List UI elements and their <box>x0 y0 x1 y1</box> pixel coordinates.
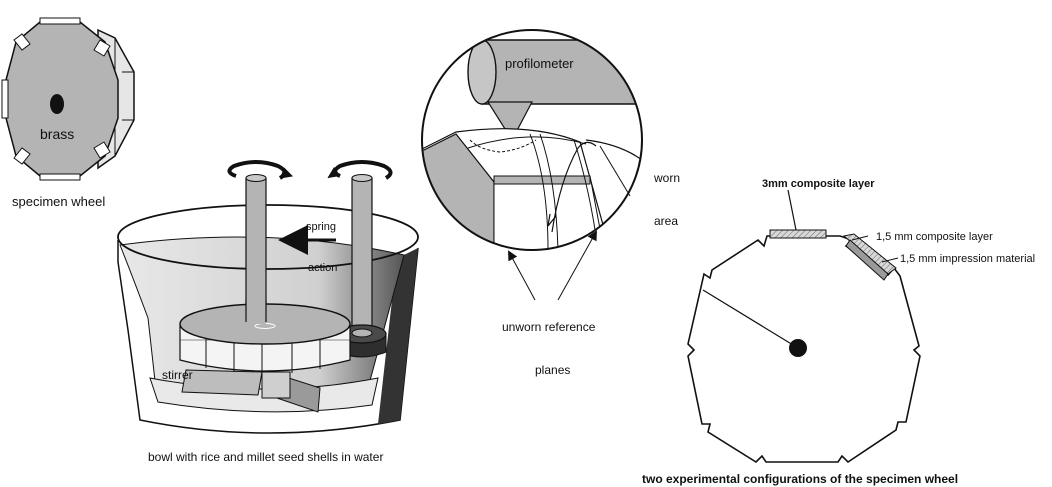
action-label: action <box>308 262 337 274</box>
configurations-caption: two experimental configurations of the s… <box>642 472 958 486</box>
worn-label: worn <box>653 171 680 185</box>
stirrer-label: stirrer <box>162 368 193 382</box>
specimen-wheel-label: specimen wheel <box>12 194 105 209</box>
composite-layer-3mm <box>769 229 827 239</box>
magnifier-circle <box>421 29 643 251</box>
composite-3mm-label: 3mm composite layer <box>762 178 875 190</box>
right-shaft <box>351 177 373 339</box>
brass-label: brass <box>40 126 74 142</box>
specimen-wheel-figure: brass specimen wheel <box>1 17 135 209</box>
impression-15mm-label: 1,5 mm impression material <box>900 253 1035 265</box>
area-label: area <box>654 214 678 228</box>
reference-arrow <box>557 230 597 301</box>
bowl-apparatus: spring action stirrer bowl with rice and… <box>117 160 419 464</box>
composite-15mm-label: 1,5 mm composite layer <box>876 231 993 243</box>
profilometer-label: profilometer <box>505 56 574 71</box>
config-hub <box>789 339 807 357</box>
stirrer-blade <box>181 369 263 396</box>
bowl-caption: bowl with rice and millet seed shells in… <box>148 450 383 464</box>
reference-arrow <box>508 250 536 301</box>
spring-label: spring <box>306 221 336 233</box>
profilometer-stylus <box>486 101 533 142</box>
planes-label: planes <box>535 363 570 377</box>
configurations-figure: 3mm composite layer 1,5 mm composite lay… <box>642 178 1035 486</box>
impression-material-1-5mm <box>845 239 889 281</box>
magnified-detail: profilometer worn area unworn reference … <box>421 29 680 377</box>
unworn-reference-label: unworn reference <box>502 320 596 334</box>
profilometer-body <box>467 39 497 105</box>
wheel-hub <box>50 94 64 114</box>
bowl-rim <box>117 204 419 270</box>
